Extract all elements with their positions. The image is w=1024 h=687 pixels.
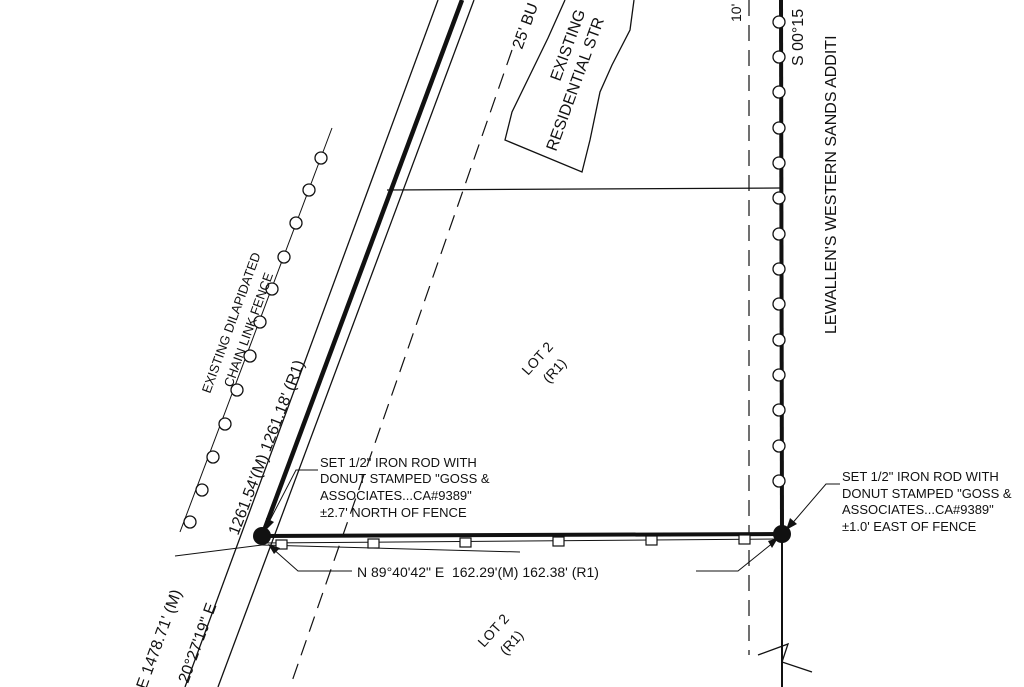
rod-west-note-line4: ±2.7' NORTH OF FENCE [320, 505, 467, 520]
rod-west-note-line1: SET 1/2" IRON ROD WITH [320, 455, 477, 470]
south-boundary-line [261, 532, 783, 538]
east-bearing-label: S 00°15 [790, 9, 807, 66]
rod-west-note-line3: ASSOCIATES...CA#9389" [320, 488, 472, 503]
break-line [757, 642, 813, 673]
west-boundary-line [259, 0, 465, 537]
south-fence-line-2 [261, 538, 783, 544]
rod-east-note-line4: ±1.0' EAST OF FENCE [842, 519, 977, 534]
sw-bearing-label: 20°27'19" E [176, 601, 221, 685]
leader-south-bearing-left [271, 547, 352, 572]
leader-south-bearing-right [696, 541, 775, 572]
road-row-line-right [217, 0, 475, 687]
south-bearing-label: N 89°40'42" E 162.29'(M) 162.38' (R1) [357, 564, 599, 580]
existing-structure-outline [504, 0, 635, 173]
leader-south-right-arrow [768, 538, 778, 548]
building-setback-line [289, 49, 513, 687]
rod-east-note-line3: ASSOCIATES...CA#9389" [842, 502, 994, 517]
subdivision-label: LEWALLEN'S WESTERN SANDS ADDITI [823, 35, 840, 334]
east-fence-posts [772, 15, 786, 488]
south-fence-line [261, 544, 521, 553]
easement-label: 10' [728, 4, 744, 22]
rod-east-note-line1: SET 1/2" IRON ROD WITH [842, 469, 999, 484]
rod-east-note-line2: DONUT STAMPED "GOSS & [842, 486, 1012, 501]
leader-west-rod [267, 469, 318, 525]
chain-link-fence-posts [183, 151, 328, 529]
south-fence-posts [275, 534, 751, 550]
rod-west-note-line2: DONUT STAMPED "GOSS & [320, 471, 490, 486]
road-row-line-left [184, 0, 439, 687]
leader-south-left-arrow [268, 544, 280, 554]
setback-label: 25' BU [510, 1, 542, 51]
leader-west-arrow [266, 518, 274, 530]
leader-east-arrow [786, 518, 797, 530]
iron-rod-west-monument [253, 527, 271, 545]
south-fence-extension [174, 544, 263, 557]
leader-east-rod [789, 483, 840, 527]
interior-line [386, 187, 782, 191]
